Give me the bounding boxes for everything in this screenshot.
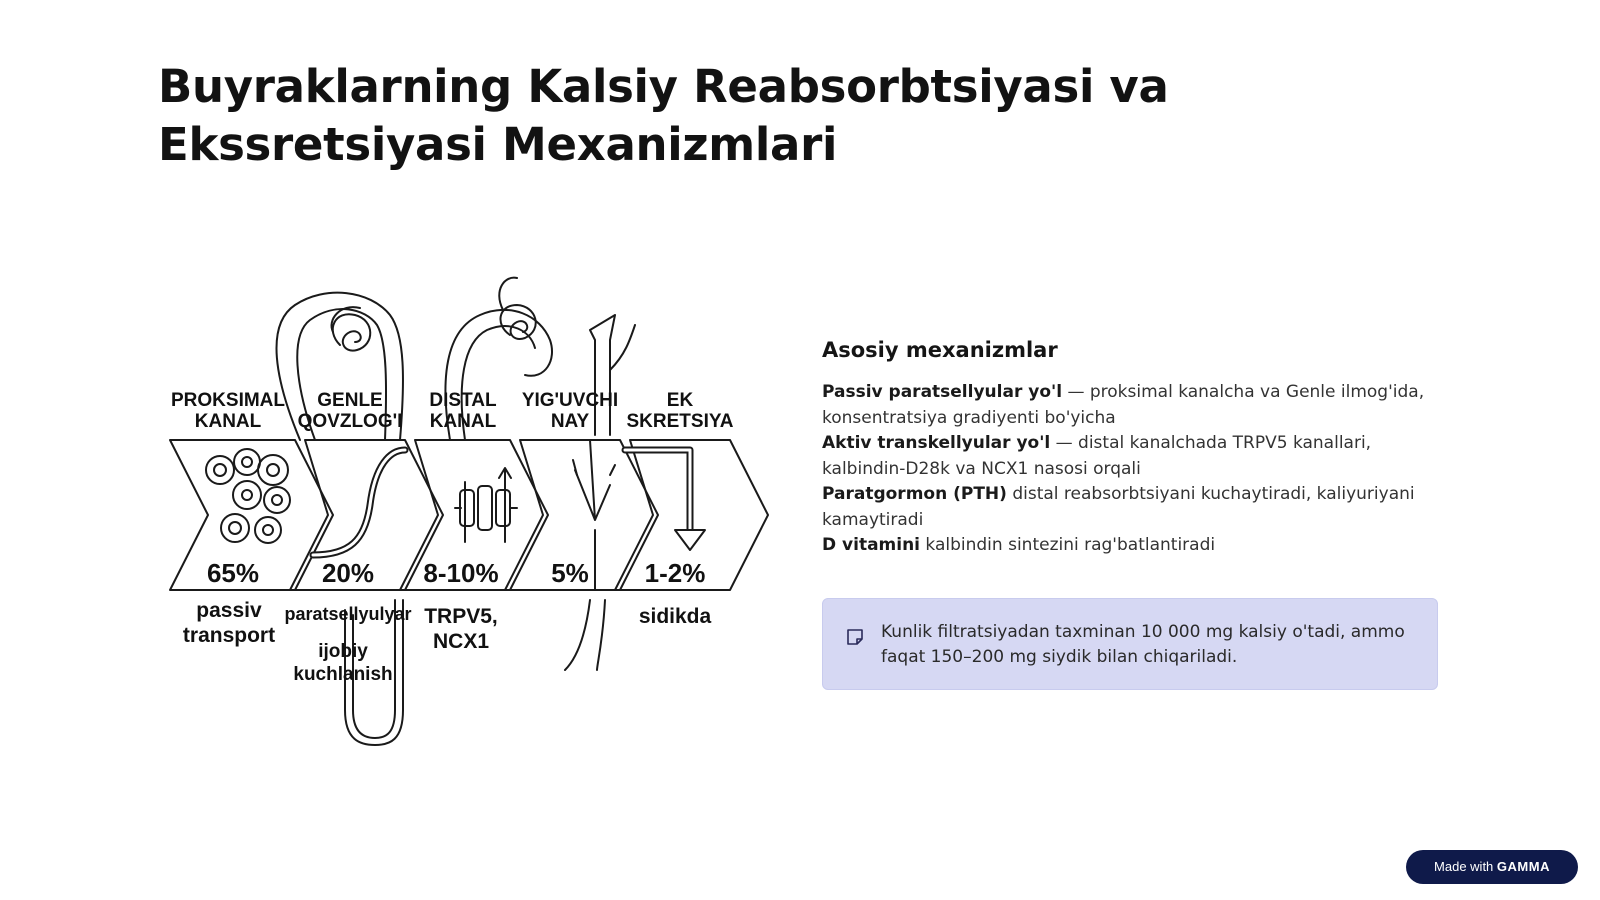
- duct-bottom: [564, 599, 606, 671]
- distal-tubule: [444, 308, 553, 441]
- stage-percent-proximal: 65%: [206, 558, 260, 588]
- stage-note-distal: TRPV5, NCX1: [424, 605, 498, 653]
- stage-note-loop: paratsellyulyar: [284, 604, 412, 624]
- mechanism-item: Aktiv transkellyular yo'l — distal kanal…: [822, 431, 1442, 482]
- page-title: Buyraklarning Kalsiy Reabsorbtsiyasi va …: [158, 60, 1169, 171]
- stage-arrow-5: [614, 439, 769, 591]
- stage-title-distal: DISTAL KANAL: [429, 390, 497, 432]
- channel-symbol: [454, 467, 518, 543]
- stage-title-excretion: EK SKRETSIYA: [626, 390, 734, 432]
- badge-prefix: Made with: [1434, 859, 1497, 874]
- glomerulus-1: [331, 313, 372, 352]
- note-icon: [847, 629, 863, 645]
- badge-brand: GAMMA: [1496, 859, 1550, 874]
- callout-text: Kunlik filtratsiyadan taxminan 10 000 mg…: [881, 622, 1405, 667]
- loop-tubule: [275, 291, 404, 441]
- mechanism-text: — proksimal kanalcha va Genle ilmog'ida,…: [822, 382, 1425, 428]
- stage-note-loop-2: ijobiy kuchlanish: [293, 641, 393, 685]
- mechanism-term: Aktiv transkellyular yo'l: [822, 433, 1051, 453]
- stage-percent-collecting: 5%: [551, 558, 589, 588]
- mechanism-item: Passiv paratsellyular yo'l — proksimal k…: [822, 380, 1442, 431]
- mechanism-text: distal reabsorbtsiyani kuchaytiradi, kal…: [822, 484, 1415, 530]
- loop-bottom: [344, 599, 404, 746]
- mechanism-item: D vitamini kalbindin sintezini rag'batla…: [822, 533, 1442, 559]
- stage-note-excretion: sidikda: [638, 605, 712, 628]
- stage-note-proximal: passiv transport: [182, 599, 276, 647]
- mechanisms-panel: Asosiy mexanizmlar Passiv paratsellyular…: [822, 338, 1442, 559]
- mechanism-term: D vitamini: [822, 535, 921, 555]
- cell-cluster: [205, 448, 291, 544]
- mechanism-text: — distal kanalchada TRPV5 kanallari, kal…: [822, 433, 1372, 479]
- glomerulus-2: [499, 304, 537, 340]
- mechanisms-heading: Asosiy mexanizmlar: [822, 338, 1058, 362]
- stage-title-proximal: PROKSIMAL KANAL: [171, 390, 285, 432]
- stage-percent-excretion: 1-2%: [644, 558, 706, 588]
- duct-branches: [574, 439, 611, 591]
- stage-percent-loop: 20%: [321, 558, 375, 588]
- stage-percent-distal: 8-10%: [423, 558, 499, 588]
- info-callout: Kunlik filtratsiyadan taxminan 10 000 mg…: [822, 598, 1438, 690]
- mechanism-text: kalbindin sintezini rag'batlantiradi: [920, 535, 1216, 555]
- mechanism-item: Paratgormon (PTH) distal reabsorbtsiyani…: [822, 482, 1442, 533]
- nephron-diagram: PROKSIMAL KANAL GENLE QOVZLOG'I DISTAL K…: [165, 270, 775, 760]
- stage-title-loop: GENLE QOVZLOG'I: [297, 390, 403, 432]
- mechanism-term: Paratgormon (PTH): [822, 484, 1007, 504]
- made-with-gamma-badge[interactable]: Made with GAMMA: [1406, 850, 1578, 884]
- mechanism-term: Passiv paratsellyular yo'l: [822, 382, 1063, 402]
- nephron-illustration: [169, 276, 769, 746]
- collecting-duct: [589, 314, 616, 436]
- stage-title-collecting: YIG'UVCHI NAY: [521, 390, 619, 432]
